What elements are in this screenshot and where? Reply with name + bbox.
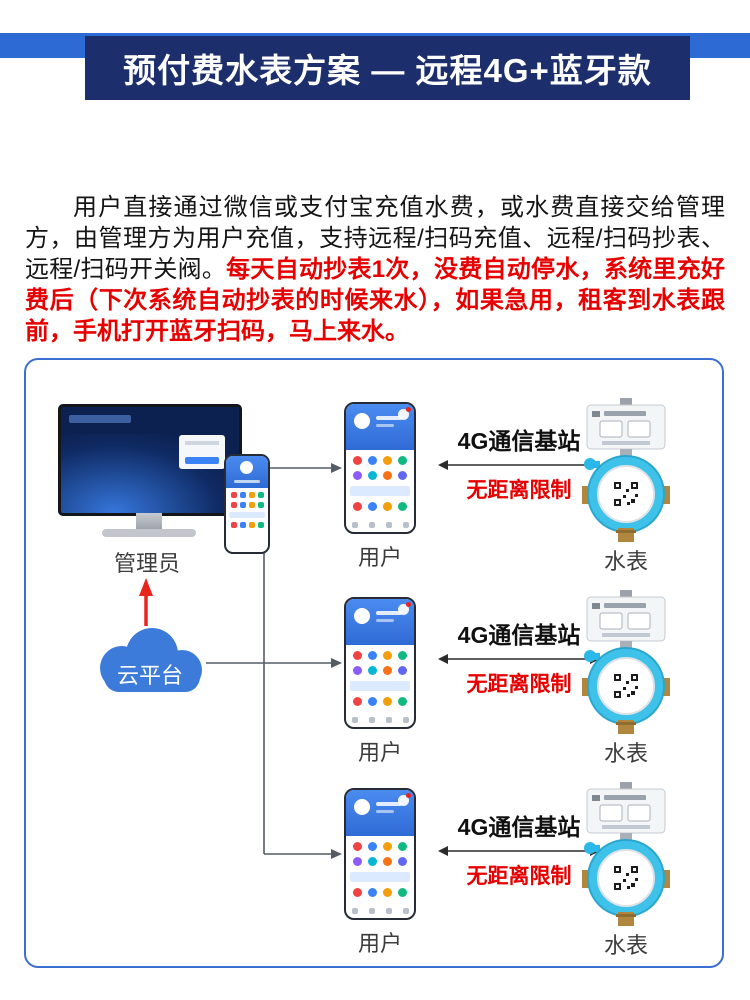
arrow-to-phone-2 xyxy=(331,658,342,668)
intro-red-text: 每天自动抄表1次，没费自动停水，系统里充好费后（下次系统自动抄表的时候来水），如… xyxy=(25,256,725,345)
monitor-stand xyxy=(136,513,162,529)
app-icons-row xyxy=(350,502,410,511)
phone-nav-bar xyxy=(346,717,414,723)
qr-code xyxy=(614,674,638,698)
title-banner: 预付费水表方案 — 远程4G+蓝牙款 xyxy=(85,36,690,100)
station-block: 4G通信基站 无距离限制 xyxy=(429,422,609,504)
phone-header xyxy=(346,404,414,450)
app-icons-row xyxy=(229,522,265,528)
monitor-base xyxy=(102,529,196,537)
up-arrow-icon xyxy=(139,578,153,596)
app-icons-row xyxy=(350,857,410,866)
station-label: 4G通信基站 xyxy=(457,428,581,454)
water-meter-illustration xyxy=(582,782,670,926)
phone-nav-bar xyxy=(346,522,414,528)
cloud-label: 云平台 xyxy=(116,663,183,688)
meter-label: 水表 xyxy=(603,933,648,958)
system-diagram: 管理员 云平台 xyxy=(24,358,724,968)
qr-code xyxy=(614,866,638,890)
phone-header xyxy=(346,599,414,645)
user-label: 用户 xyxy=(357,545,402,570)
profile-badge-icon xyxy=(398,604,409,615)
arrow-to-phone-3 xyxy=(331,849,342,859)
cloud-platform: 云平台 xyxy=(90,618,210,700)
no-distance-limit-label: 无距离限制 xyxy=(466,865,572,888)
app-icons-row xyxy=(350,471,410,480)
station-label: 4G通信基站 xyxy=(457,814,581,840)
monitor-screen xyxy=(58,404,242,516)
notification-dot xyxy=(406,602,411,607)
app-icons-row xyxy=(350,697,410,706)
arrow-to-phone-1 xyxy=(331,463,342,473)
no-distance-limit-label: 无距离限制 xyxy=(466,479,572,502)
page-title: 预付费水表方案 — 远程4G+蓝牙款 xyxy=(123,52,652,89)
profile-badge-icon xyxy=(398,409,409,420)
screen-login-panel xyxy=(179,435,225,469)
station-label: 4G通信基站 xyxy=(457,622,581,648)
app-banner xyxy=(350,872,410,882)
profile-badge-icon xyxy=(398,795,409,806)
app-banner xyxy=(350,486,410,496)
meter-label: 水表 xyxy=(603,741,648,766)
phone-nav-bar xyxy=(346,908,414,914)
user-phone xyxy=(344,597,416,729)
user-phone xyxy=(344,402,416,534)
water-meter-illustration xyxy=(582,590,670,734)
avatar-icon xyxy=(354,608,370,624)
avatar-icon xyxy=(240,461,253,474)
notification-dot xyxy=(406,793,411,798)
screen-title-bar xyxy=(69,415,131,423)
app-banner xyxy=(229,512,265,518)
app-banner xyxy=(350,681,410,691)
intro-paragraph: 用户直接通过微信或支付宝充值水费，或水费直接交给管理方，由管理方为用户充值，支持… xyxy=(25,192,725,347)
water-meter-illustration xyxy=(582,398,670,542)
cloud-icon xyxy=(100,628,202,692)
app-icons-row xyxy=(350,666,410,675)
intro-black-text: 用户直接通过微信或支付宝充值水费，或水费直接交给管理方，由管理方为用户充值，支持… xyxy=(25,194,725,283)
avatar-icon xyxy=(354,413,370,429)
connector-lines xyxy=(139,463,342,859)
app-icons-row xyxy=(229,492,265,498)
phone-header xyxy=(346,790,414,836)
app-icons-row xyxy=(350,842,410,851)
admin-computer xyxy=(56,402,272,554)
no-distance-limit-label: 无距离限制 xyxy=(466,673,572,696)
meter-label: 水表 xyxy=(603,549,648,574)
admin-phone xyxy=(224,454,270,554)
double-arrow-icon xyxy=(438,460,600,470)
avatar-icon xyxy=(354,799,370,815)
admin-phone-header xyxy=(226,456,268,488)
user-phone xyxy=(344,788,416,920)
app-icons-row xyxy=(350,888,410,897)
double-arrow-icon xyxy=(438,654,600,664)
double-arrow-icon xyxy=(438,846,600,856)
qr-code xyxy=(614,482,638,506)
app-icons-row xyxy=(350,651,410,660)
app-icons-row xyxy=(350,456,410,465)
user-label: 用户 xyxy=(357,740,402,765)
user-label: 用户 xyxy=(357,931,402,956)
admin-label: 管理员 xyxy=(113,551,180,576)
notification-dot xyxy=(406,407,411,412)
app-icons-row xyxy=(229,502,265,508)
station-block: 4G通信基站 无距离限制 xyxy=(429,616,609,698)
